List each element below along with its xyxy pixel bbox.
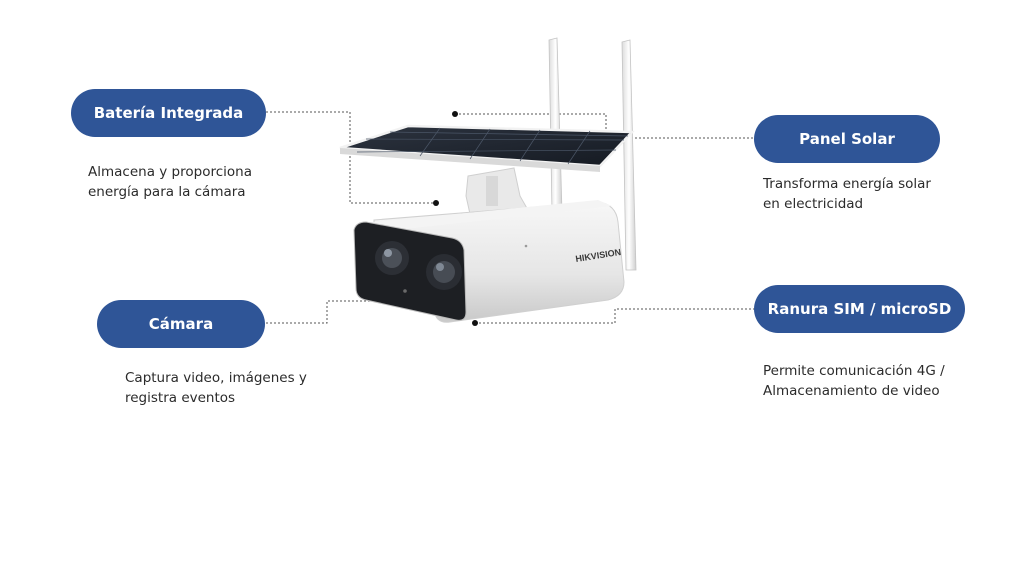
ranura-description-line: Permite comunicación 4G /	[763, 363, 945, 379]
panel-description: Transforma energía solar en electricidad	[763, 174, 931, 214]
ranura-label-pill: Ranura SIM / microSD	[754, 285, 965, 333]
dot-ranura	[472, 320, 478, 326]
camara-label-pill: Cámara	[97, 300, 265, 348]
panel-label: Panel Solar	[799, 130, 895, 148]
camara-description-line: registra eventos	[125, 390, 236, 406]
camara-description: Captura video, imágenes y registra event…	[125, 368, 307, 408]
dot-panel	[452, 111, 458, 117]
leader-lines	[266, 111, 754, 324]
antenna-left	[548, 37, 563, 213]
leader-ranura	[475, 308, 754, 324]
camara-description-line: Captura video, imágenes y	[125, 370, 307, 386]
leader-camara	[266, 300, 388, 324]
mount-bracket	[465, 167, 529, 215]
ranura-label: Ranura SIM / microSD	[767, 300, 952, 318]
bateria-description: Almacena y proporciona energía para la c…	[88, 162, 252, 202]
panel-description-line: Transforma energía solar	[763, 176, 931, 192]
panel-label-pill: Panel Solar	[754, 115, 940, 163]
bateria-description-line: energía para la cámara	[88, 184, 246, 200]
leader-panel	[455, 113, 754, 139]
panel-description-line: en electricidad	[763, 196, 864, 212]
camera-body: HIKVISION	[353, 200, 625, 323]
antenna-right	[621, 39, 637, 271]
bateria-label-pill: Batería Integrada	[71, 89, 266, 137]
dot-bateria	[433, 200, 439, 206]
ranura-description: Permite comunicación 4G / Almacenamiento…	[763, 361, 945, 401]
bateria-label: Batería Integrada	[93, 104, 244, 122]
bateria-description-line: Almacena y proporciona	[88, 164, 252, 180]
leader-bateria	[266, 111, 436, 204]
ranura-description-line: Almacenamiento de video	[763, 383, 940, 399]
solar-panel	[339, 124, 635, 172]
camara-label: Cámara	[148, 315, 214, 333]
